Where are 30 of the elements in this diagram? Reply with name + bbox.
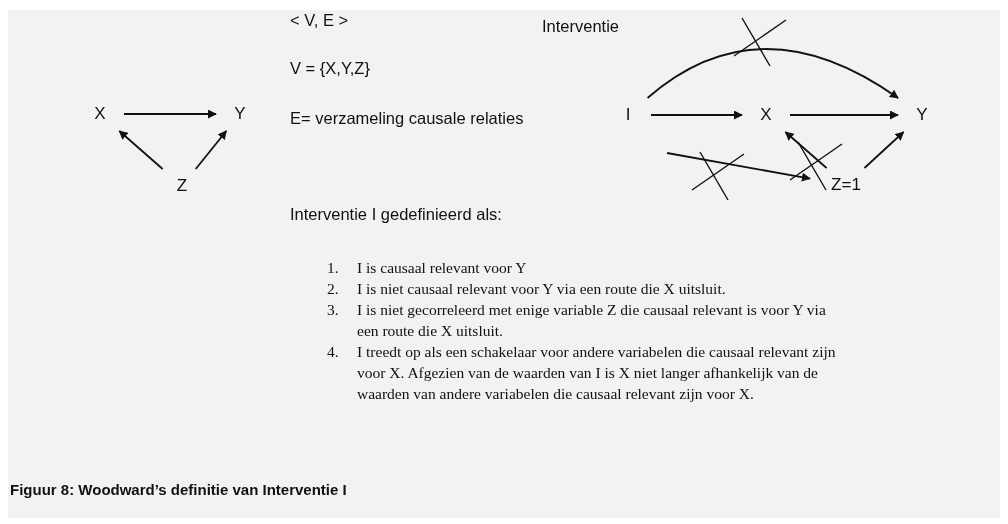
list-number: 3. (327, 300, 339, 320)
arrow (194, 130, 228, 170)
list-number: 1. (327, 258, 339, 278)
arrow (118, 130, 164, 170)
variable-label: Z (174, 175, 190, 197)
annotation-text: E= verzameling causale relaties (290, 108, 524, 128)
variable-label: I (621, 104, 635, 126)
annotation-text: < V, E > (290, 10, 349, 30)
variable-label: Y (914, 104, 930, 126)
list-item-text: I is niet gecorreleerd met enige variable Z die causaal relevant is voor Y via een route die X uitsluit. (357, 300, 827, 341)
variable-label: X (92, 103, 108, 125)
variable-label: Y (232, 103, 248, 125)
arrow (123, 109, 217, 119)
arrow (666, 152, 811, 182)
figure-caption: Figuur 8: Woodward’s definitie van Interventie I (10, 481, 347, 498)
arrow (863, 131, 905, 169)
list-item-text: I treedt op als een schakelaar voor andere variabelen die causaal relevant zijn voor X. Afgezien van de waarden van I is X niet langer afhankelijk van de waarden van andere variabelen die causaal relevant zijn voor X. (357, 342, 837, 404)
arrow (646, 48, 899, 99)
annotation-text: Interventie I gedefinieerd als: (290, 204, 502, 224)
arrow (650, 110, 743, 120)
list-item-text: I is causaal relevant voor Y (357, 258, 527, 278)
list-number: 4. (327, 342, 339, 362)
variable-label: X (758, 104, 774, 126)
variable-label: Z=1 (826, 174, 866, 196)
list-number: 2. (327, 279, 339, 299)
annotation-text: Interventie (542, 16, 620, 36)
annotation-text: V = {X,Y,Z} (290, 58, 370, 78)
arrow (789, 110, 899, 120)
arrow (784, 131, 828, 169)
list-item-text: I is niet causaal relevant voor Y via een route die X uitsluit. (357, 279, 726, 299)
